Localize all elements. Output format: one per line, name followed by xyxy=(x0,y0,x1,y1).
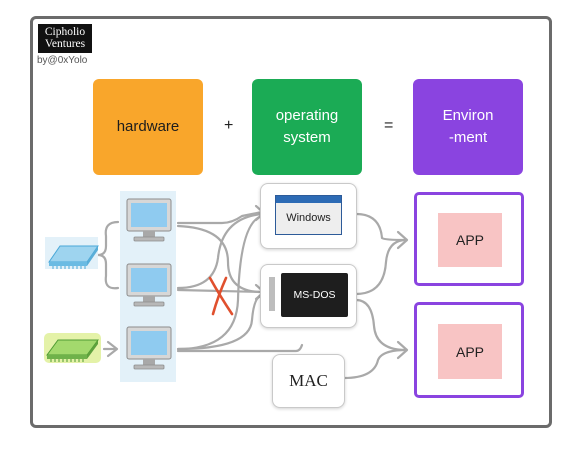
wire-m3-windows xyxy=(176,214,264,351)
arrowhead-app2 xyxy=(396,340,409,360)
hardware-label: hardware xyxy=(116,118,180,135)
msdos-screen: MS-DOS xyxy=(281,273,348,317)
monitor-icon-1 xyxy=(126,198,172,242)
windows-label: Windows xyxy=(286,212,331,224)
app-1: APP xyxy=(438,213,502,267)
arrowhead-monitor3 xyxy=(106,340,119,358)
os-label-line2: system xyxy=(283,129,331,146)
logo: Cipholio Ventures xyxy=(38,24,92,53)
msdos-label: MS-DOS xyxy=(293,289,336,301)
plus-sign: + xyxy=(224,117,234,134)
environment-box: Environ -ment xyxy=(413,79,523,175)
equals-sign: = xyxy=(384,117,394,134)
mac-label: MAC xyxy=(289,371,328,390)
cpu-chip-blue-icon xyxy=(45,237,99,269)
cross-icon xyxy=(208,276,234,316)
wire-m1-windows xyxy=(176,210,264,225)
app-box-2: APP xyxy=(414,302,524,398)
wire-m2-windows xyxy=(176,212,264,290)
cpu-chip-green-icon xyxy=(44,333,101,363)
wire-mac-app2 xyxy=(342,348,408,380)
wire-windows-app1 xyxy=(354,212,408,242)
windows-titlebar xyxy=(276,196,341,203)
operating-system-box: operating system xyxy=(252,79,362,175)
mac-card: MAC xyxy=(272,354,345,408)
wire-msdos-app1 xyxy=(354,238,408,296)
app-2-label: APP xyxy=(455,343,484,360)
app-box-1: APP xyxy=(414,192,524,286)
logo-line1: Cipholio xyxy=(44,26,86,38)
env-label-line2: -ment xyxy=(448,129,488,146)
windows-window: Windows xyxy=(275,195,342,235)
app-2: APP xyxy=(438,324,502,379)
monitor-icon-2 xyxy=(126,263,172,307)
monitor-icon-3 xyxy=(126,326,172,370)
windows-card: Windows xyxy=(260,183,357,249)
env-label-line1: Environ xyxy=(442,107,494,124)
byline: by@0xYolo xyxy=(37,55,88,66)
msdos-card: MS-DOS xyxy=(260,264,357,328)
wire-m1-msdos xyxy=(176,224,264,294)
brace-icon xyxy=(97,220,120,290)
logo-line2: Ventures xyxy=(44,38,86,50)
wire-msdos-app2 xyxy=(354,298,408,352)
hardware-box: hardware xyxy=(93,79,203,175)
arrowhead-app1 xyxy=(396,230,409,250)
wire-m3-msdos xyxy=(176,294,264,351)
app-1-label: APP xyxy=(455,232,484,248)
msdos-sidebar xyxy=(269,277,275,311)
os-label-line1: operating xyxy=(275,107,339,124)
wire-m3-mac xyxy=(176,343,304,353)
